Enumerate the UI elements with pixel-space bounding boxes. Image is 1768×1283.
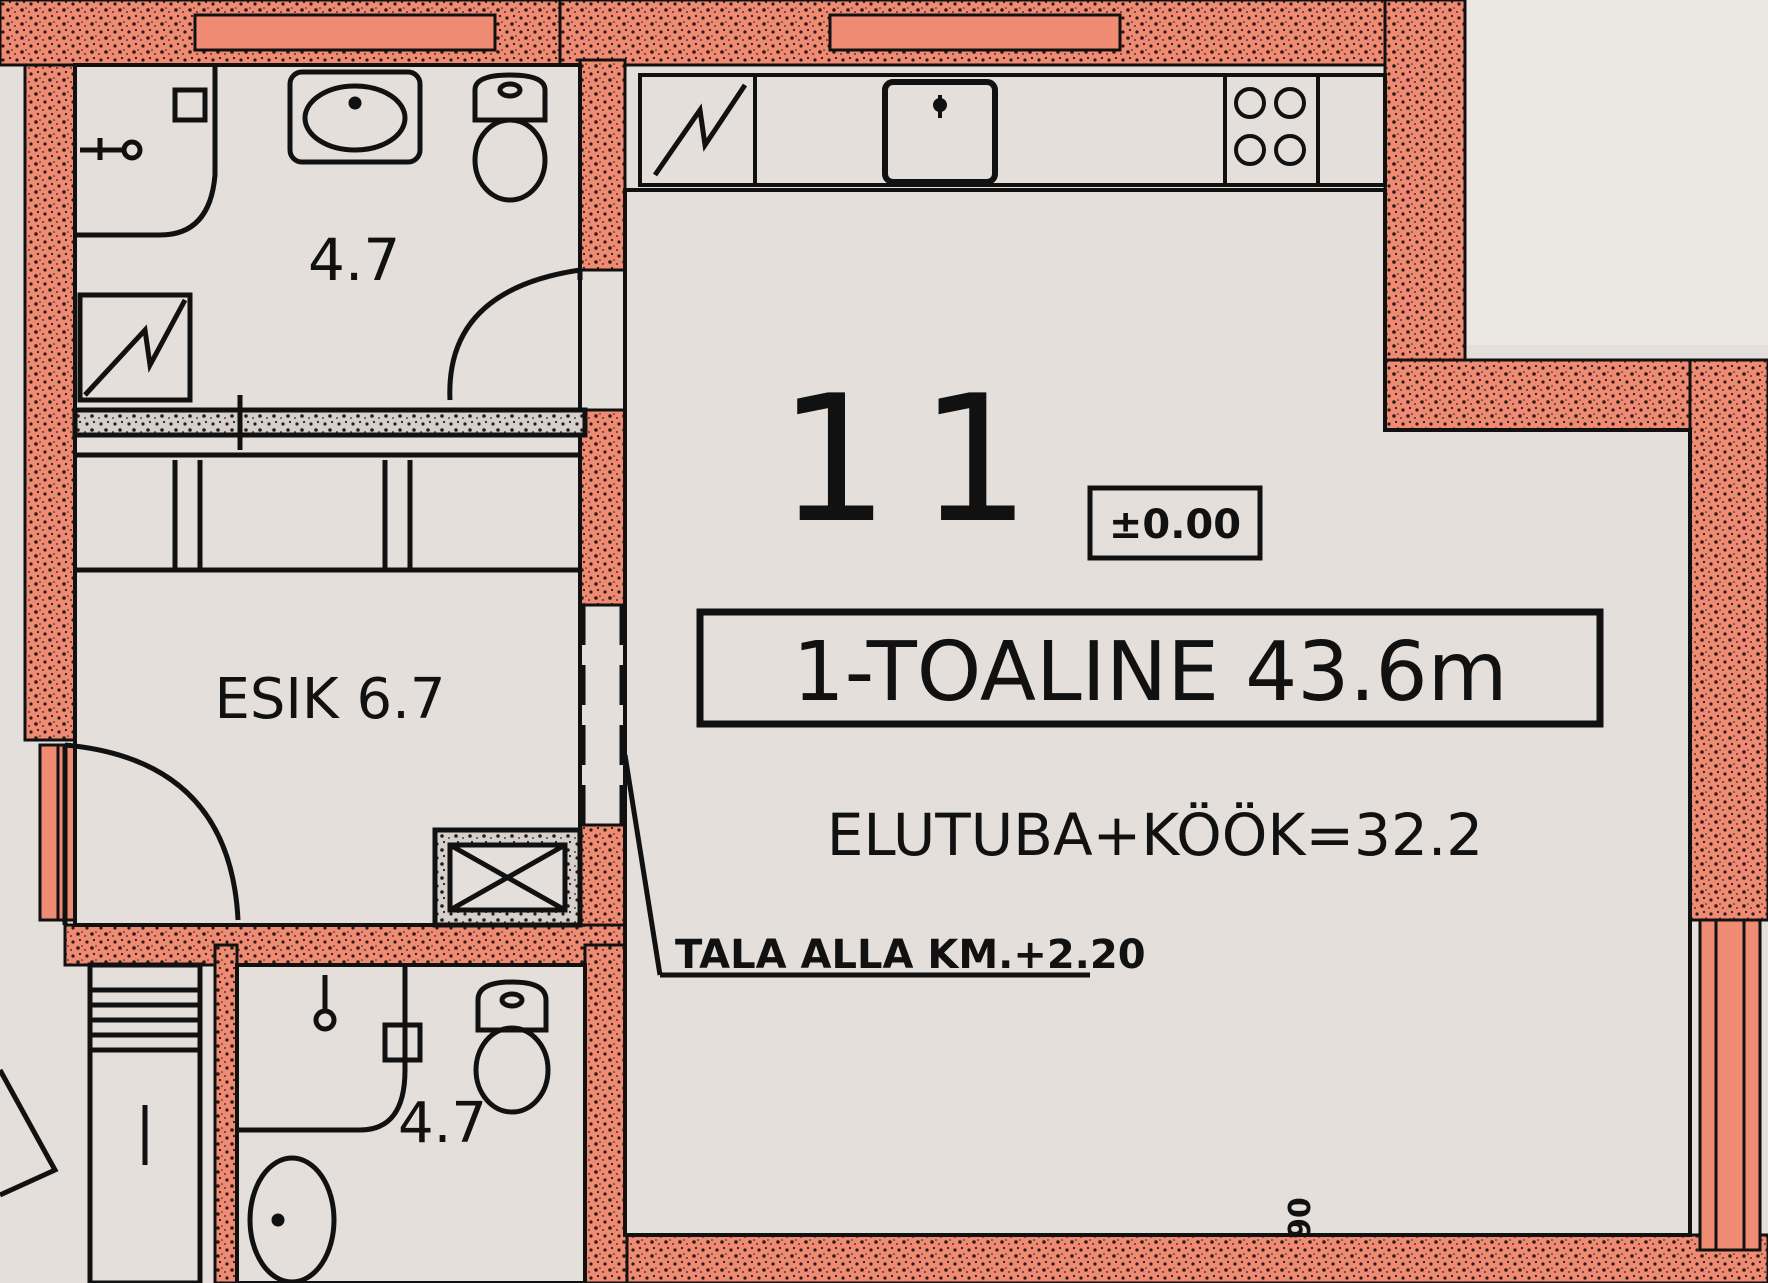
floor-level-box: ±0.00: [1087, 485, 1263, 561]
storage-bottom-left: [0, 962, 203, 1283]
beam-note-label: TALA ALLA KM.+2.20: [675, 932, 1146, 978]
bathroom-bottom: [235, 963, 587, 1283]
bathroom-bottom-fixtures: [237, 965, 551, 1283]
bottom-mark-label: 90: [1283, 1197, 1318, 1239]
apartment-type-box: 1-TOALINE 43.6m: [696, 608, 1604, 728]
apartment-type-label: 1-TOALINE 43.6m: [792, 625, 1507, 720]
right-outside-area: [1462, 0, 1768, 345]
wardrobe: [72, 395, 588, 573]
bathroom-top-fixtures: [75, 65, 583, 403]
ventilation-shaft: [432, 827, 583, 928]
living-kitchen-label: ELUTUBA+KÖÖK=32.2: [827, 801, 1483, 869]
hall-label: ESIK 6.7: [214, 667, 445, 732]
bathroom-top-area-label: 4.7: [308, 226, 400, 294]
window-right: [1698, 918, 1762, 1252]
apartment-number: 11: [778, 359, 1061, 562]
hall-entrance-door: [62, 742, 241, 925]
kitchen-counter: [638, 73, 1387, 187]
floor-level-label: ±0.00: [1109, 502, 1241, 548]
beam-dashed-lines: [580, 605, 1090, 978]
bathroom-bottom-area-label: 4.7: [398, 1091, 487, 1156]
